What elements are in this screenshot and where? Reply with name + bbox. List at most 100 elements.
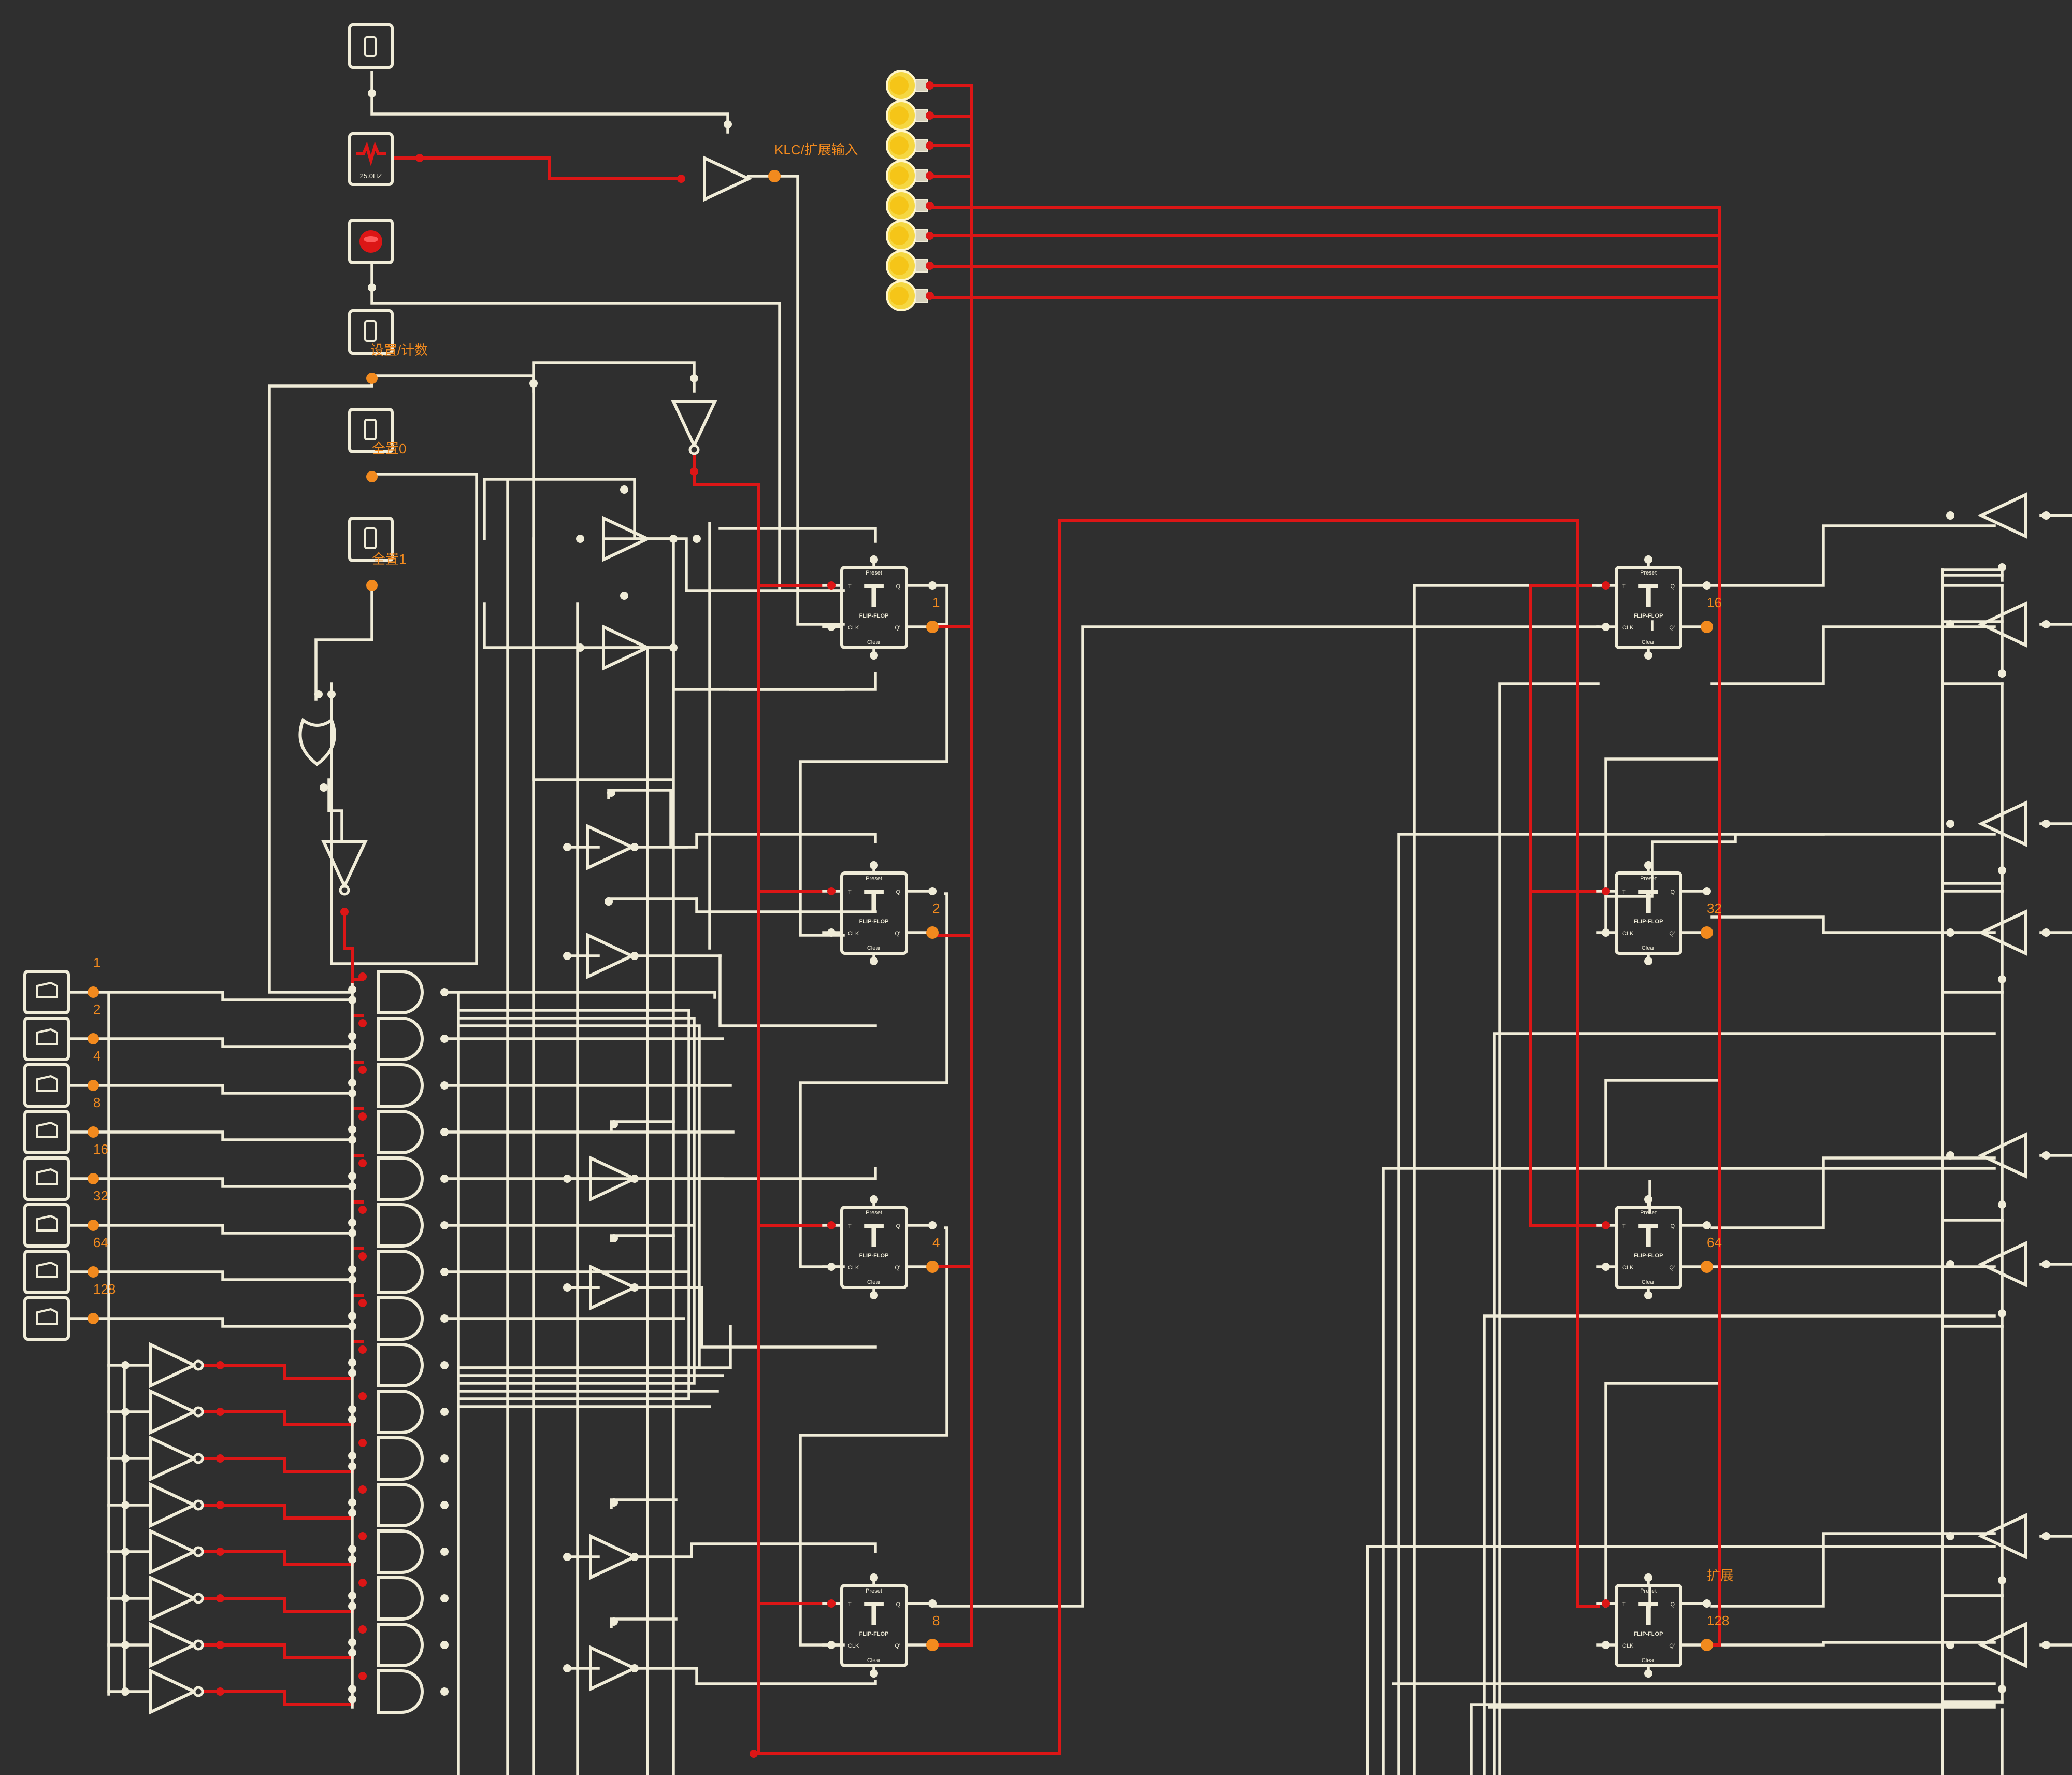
clock-frequency: 25.0HZ bbox=[360, 172, 382, 180]
bit-label: 32 bbox=[1707, 900, 1722, 916]
weight-label: 2 bbox=[93, 1001, 100, 1017]
svg-text:Q: Q bbox=[1670, 889, 1675, 895]
weight-switch-64[interactable]: 64 bbox=[23, 1235, 108, 1294]
svg-text:T: T bbox=[1622, 1223, 1626, 1229]
wires bbox=[92, 71, 2072, 1775]
and-gate bbox=[377, 1576, 424, 1621]
svg-text:Clear: Clear bbox=[867, 945, 881, 951]
clock-generator[interactable]: 25.0HZ bbox=[348, 132, 394, 186]
bit-label: 2 bbox=[932, 900, 940, 916]
svg-text:T: T bbox=[1638, 577, 1658, 614]
svg-text:Q: Q bbox=[896, 889, 900, 895]
weight-switch-4[interactable]: 4 bbox=[23, 1048, 100, 1108]
and-gate bbox=[377, 1110, 424, 1154]
svg-text:T: T bbox=[864, 883, 884, 920]
svg-text:CLK: CLK bbox=[1622, 1643, 1634, 1649]
all-one-label: 全置1 bbox=[372, 551, 406, 567]
not-gate bbox=[149, 1528, 204, 1575]
svg-text:Clear: Clear bbox=[867, 1657, 881, 1664]
weight-label: 8 bbox=[93, 1095, 100, 1110]
output-lamps bbox=[886, 70, 934, 311]
svg-text:Clear: Clear bbox=[1642, 639, 1656, 646]
all-one-switch[interactable] bbox=[348, 517, 394, 562]
weight-switch-32[interactable]: 32 bbox=[23, 1188, 108, 1248]
svg-text:Preset: Preset bbox=[866, 570, 882, 576]
svg-text:CLK: CLK bbox=[848, 931, 859, 937]
svg-text:T: T bbox=[1638, 883, 1658, 920]
svg-text:FLIP-FLOP: FLIP-FLOP bbox=[859, 1253, 889, 1259]
weight-switch-1[interactable]: 1 bbox=[23, 955, 100, 1014]
svg-text:FLIP-FLOP: FLIP-FLOP bbox=[859, 1631, 889, 1637]
not-gate bbox=[149, 1342, 204, 1388]
weight-switch-128[interactable]: 128 bbox=[23, 1281, 116, 1341]
output-lamp bbox=[886, 190, 934, 221]
all-zero-switch[interactable] bbox=[348, 408, 394, 453]
svg-text:Q': Q' bbox=[1669, 1643, 1675, 1649]
svg-text:T: T bbox=[1622, 583, 1626, 590]
bit-label: 64 bbox=[1707, 1235, 1722, 1250]
all-zero-label: 全置0 bbox=[372, 441, 406, 456]
svg-text:Preset: Preset bbox=[1640, 1210, 1657, 1216]
set-count-switch[interactable] bbox=[348, 309, 394, 355]
bit-label: 128 bbox=[1707, 1613, 1729, 1628]
buffer-gate bbox=[589, 1264, 639, 1311]
svg-text:Preset: Preset bbox=[866, 1210, 882, 1216]
and-gate bbox=[377, 1156, 424, 1201]
weight-switch-8[interactable]: 8 bbox=[23, 1095, 100, 1154]
and-gate bbox=[377, 1436, 424, 1481]
not-gate bbox=[149, 1575, 204, 1622]
logic-gates bbox=[149, 155, 2027, 1715]
svg-text:T: T bbox=[1638, 1595, 1658, 1633]
svg-text:Q': Q' bbox=[1669, 625, 1675, 631]
svg-text:Q: Q bbox=[1670, 1223, 1675, 1229]
svg-text:Clear: Clear bbox=[867, 639, 881, 646]
svg-text:Clear: Clear bbox=[1642, 1657, 1656, 1664]
weight-switch-16[interactable]: 16 bbox=[23, 1141, 108, 1201]
svg-text:T: T bbox=[864, 1217, 884, 1254]
and-gate bbox=[377, 970, 424, 1014]
and-gate bbox=[377, 1483, 424, 1527]
and-gate bbox=[377, 1203, 424, 1248]
svg-text:CLK: CLK bbox=[1622, 1265, 1634, 1271]
svg-text:T: T bbox=[864, 577, 884, 614]
svg-text:Preset: Preset bbox=[1640, 1588, 1657, 1594]
control-switch[interactable] bbox=[348, 23, 394, 69]
svg-text:Q': Q' bbox=[895, 931, 900, 937]
reset-button[interactable] bbox=[348, 219, 394, 264]
expand-label: 扩展 bbox=[1707, 1568, 1734, 1583]
svg-text:FLIP-FLOP: FLIP-FLOP bbox=[859, 613, 889, 619]
svg-text:T: T bbox=[848, 1223, 852, 1229]
weight-label: 16 bbox=[93, 1141, 108, 1157]
buffer-gate bbox=[602, 624, 652, 671]
buffer-gate bbox=[586, 933, 636, 979]
buffer-gate bbox=[589, 1645, 639, 1692]
svg-text:FLIP-FLOP: FLIP-FLOP bbox=[859, 919, 889, 925]
weight-switch-2[interactable]: 2 bbox=[23, 1001, 100, 1061]
svg-text:FLIP-FLOP: FLIP-FLOP bbox=[1634, 1253, 1663, 1259]
and-gate bbox=[377, 1343, 424, 1387]
svg-text:Preset: Preset bbox=[866, 1588, 882, 1594]
and-gate bbox=[377, 1063, 424, 1108]
or-output-inverter bbox=[321, 840, 368, 896]
output-lamp bbox=[886, 280, 934, 311]
svg-text:CLK: CLK bbox=[848, 1643, 859, 1649]
buffer-gate bbox=[1977, 909, 2027, 956]
not-gate bbox=[149, 1622, 204, 1668]
and-gate bbox=[377, 1390, 424, 1434]
clock-buffer bbox=[703, 155, 753, 202]
svg-text:FLIP-FLOP: FLIP-FLOP bbox=[1634, 919, 1663, 925]
svg-text:T: T bbox=[848, 889, 852, 895]
buffer-gate bbox=[1977, 1132, 2027, 1179]
set-count-label: 设置/计数 bbox=[370, 342, 428, 358]
bit-label: 1 bbox=[932, 595, 940, 610]
svg-text:T: T bbox=[1638, 1217, 1658, 1254]
active-wires bbox=[195, 84, 1721, 1755]
output-lamp bbox=[886, 100, 934, 131]
and-gate bbox=[377, 1529, 424, 1574]
